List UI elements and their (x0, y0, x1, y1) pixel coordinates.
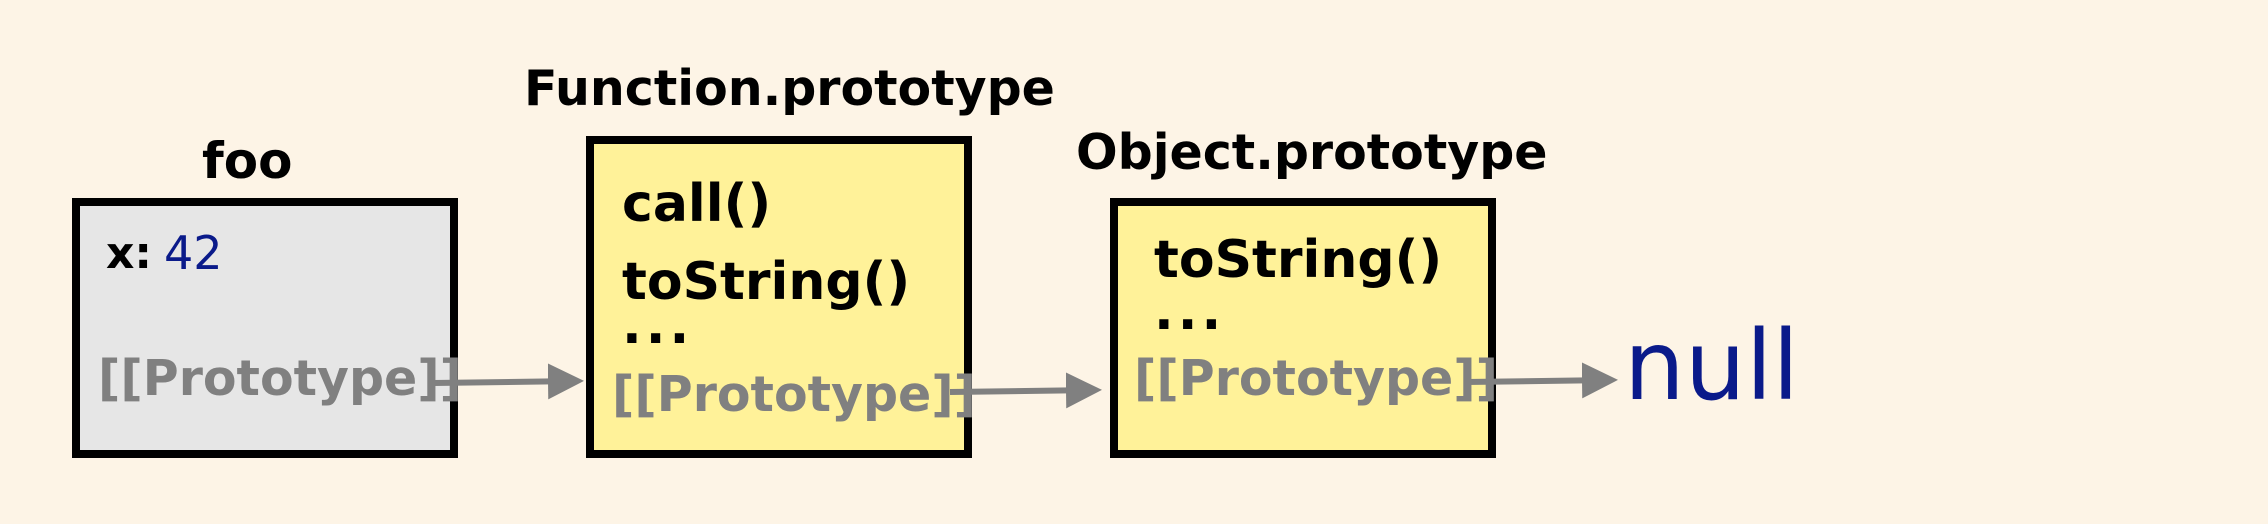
object-prototype-box: toString() ... [[Prototype]] (1110, 198, 1499, 458)
object-prototype-member-tostring: toString() (1154, 230, 1443, 290)
arrow-object-prototype-to-null (1465, 362, 1618, 399)
foo-proto-label: [[Prototype]] (98, 350, 463, 407)
arrow-function-prototype-to-object-prototype (949, 372, 1102, 409)
object-prototype-proto-label: [[Prototype]] (1134, 350, 1499, 407)
function-prototype-title: Function.prototype (524, 60, 1055, 117)
foo-title: foo (202, 132, 293, 190)
function-prototype-member-tostring: toString() (622, 252, 911, 312)
arrow-foo-to-function-prototype (433, 363, 584, 400)
null-label: null (1624, 310, 1800, 422)
function-prototype-box: call() toString() ... [[Prototype]] (586, 136, 976, 458)
object-prototype-ellipsis: ... (1154, 282, 1226, 342)
foo-prop-key: x: (106, 228, 152, 279)
function-prototype-member-call: call() (622, 174, 772, 234)
function-prototype-ellipsis: ... (622, 296, 694, 356)
function-prototype-proto-label: [[Prototype]] (612, 366, 977, 423)
object-prototype-title: Object.prototype (1076, 124, 1548, 181)
foo-box: x: 42 [[Prototype]] (72, 198, 462, 458)
foo-prop-value: 42 (164, 226, 223, 280)
